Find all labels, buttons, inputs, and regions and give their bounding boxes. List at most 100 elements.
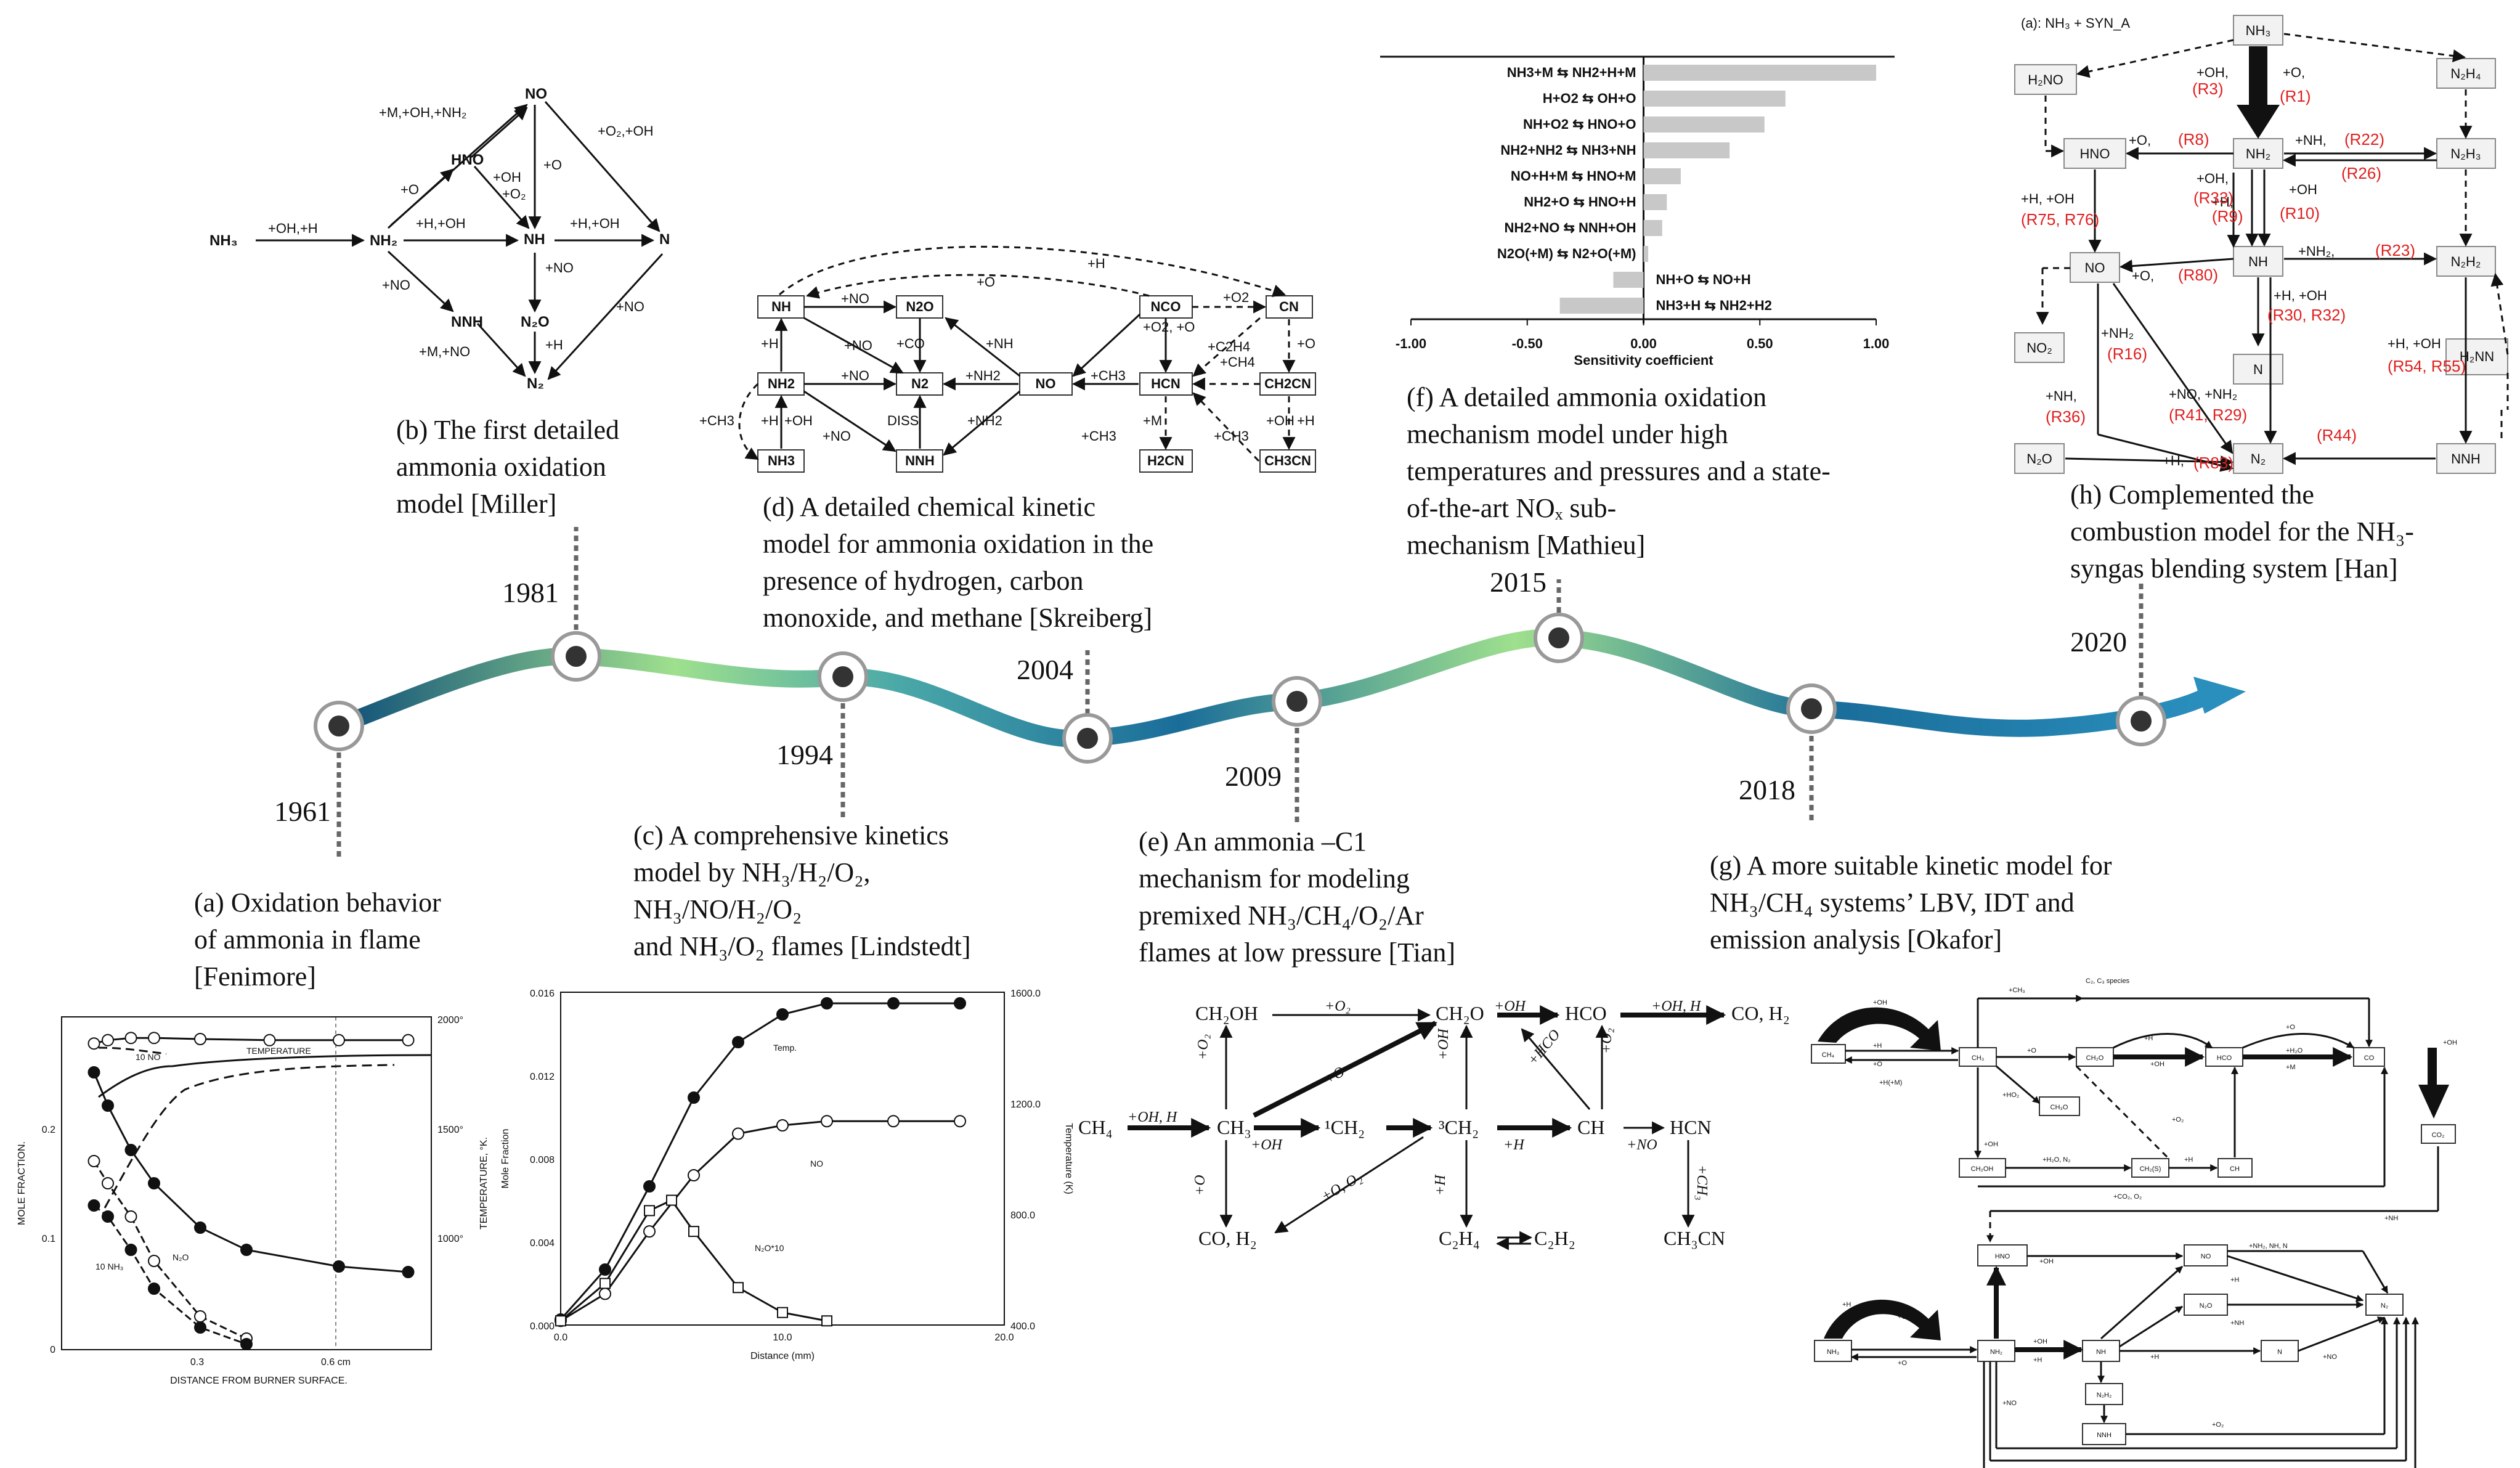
data-point xyxy=(555,1315,566,1327)
reaction-label: +NH₂, xyxy=(2298,243,2335,259)
reaction-label: +H xyxy=(2184,1156,2193,1164)
timeline-marker xyxy=(2116,696,2166,746)
reaction-label: +OH, xyxy=(2197,171,2229,186)
reaction-label: +CH₃ xyxy=(2009,987,2025,994)
data-point xyxy=(402,1034,415,1046)
data-point xyxy=(148,1177,160,1189)
data-point xyxy=(733,1282,744,1294)
bar xyxy=(1643,91,1786,107)
data-point xyxy=(688,1091,700,1104)
reaction-label: +NO xyxy=(841,291,869,306)
species-node: CO, H₂ xyxy=(1731,1002,1790,1024)
species-node: NNH xyxy=(2097,1432,2112,1439)
data-point xyxy=(102,1177,114,1189)
species-node: HCO xyxy=(2217,1054,2232,1062)
species-node: N₂O xyxy=(2200,1302,2213,1310)
data-point xyxy=(240,1338,253,1350)
reaction-label: +O, xyxy=(2132,268,2154,283)
data-point xyxy=(732,1127,744,1140)
reaction-label: +NH xyxy=(986,336,1014,351)
bar xyxy=(1559,298,1644,314)
species-node: NH₂ xyxy=(1990,1348,2002,1356)
reaction-label: +H xyxy=(1503,1137,1525,1153)
species-node: HNO xyxy=(1995,1253,2010,1260)
bar xyxy=(1643,220,1662,236)
reaction-label: +OH xyxy=(1898,1313,1912,1321)
x-tick-label: -0.50 xyxy=(1512,336,1543,351)
reaction-ref: (R83) xyxy=(2193,454,2233,472)
reaction-label: +OH,+H xyxy=(268,221,318,236)
reaction-label: +NO xyxy=(2323,1353,2337,1361)
reaction-ref: (R36) xyxy=(2046,407,2086,426)
data-point xyxy=(102,1034,114,1046)
species-node: N₂ xyxy=(2251,451,2266,467)
reaction-label: +O xyxy=(977,274,995,290)
data-point xyxy=(402,1266,415,1278)
reaction-ref: (R26) xyxy=(2341,164,2381,182)
species-node: NH xyxy=(524,231,545,248)
species-node: CO xyxy=(2364,1054,2375,1062)
y-tick: 0.016 xyxy=(530,989,555,999)
reaction-label: +H xyxy=(545,337,563,353)
species-node: NO xyxy=(2085,260,2105,275)
reaction-label: +HCO xyxy=(1525,1027,1564,1069)
data-point xyxy=(102,1099,114,1112)
timeline-marker xyxy=(818,651,868,702)
species-node: NO xyxy=(2201,1253,2211,1260)
reaction-label: +OH, H xyxy=(1128,1109,1178,1125)
reaction-label: +M xyxy=(1143,413,1162,428)
reaction-label: +O₂ xyxy=(2172,1116,2184,1123)
species-node: CH₂(S) xyxy=(2140,1165,2161,1173)
species-node: NCO xyxy=(1151,299,1181,314)
reaction-label: +O xyxy=(1297,336,1315,351)
species-node: CN xyxy=(1279,299,1299,314)
data-point xyxy=(87,1199,100,1212)
year-label: 2009 xyxy=(1225,761,1282,792)
data-point xyxy=(87,1155,100,1167)
species-node: N₂ xyxy=(527,375,544,392)
species-node: H2CN xyxy=(1147,453,1184,468)
reaction-label: +O xyxy=(1873,1061,1882,1068)
reaction-ref: (R44) xyxy=(2317,426,2357,444)
x-axis-label: Distance (mm) xyxy=(750,1351,815,1361)
species-node: NH xyxy=(2096,1348,2106,1356)
x-tick-label: -1.00 xyxy=(1396,336,1426,351)
reaction-label: +NO, +NH₂ xyxy=(2169,386,2237,402)
species-node: HNO xyxy=(451,152,484,168)
reaction-label: +M,+NO xyxy=(419,344,470,359)
reaction-label: +H xyxy=(761,336,779,351)
year-label: 1981 xyxy=(502,577,559,608)
reaction-label: +NH₂, NH, N xyxy=(2249,1242,2288,1250)
reaction-label: +NO xyxy=(545,260,574,275)
x-tick: 0.3 xyxy=(190,1357,204,1368)
y-axis-label: Mole Fraction xyxy=(500,1129,511,1189)
year-label: 2020 xyxy=(2070,626,2127,658)
reaction-label: +H xyxy=(761,413,779,428)
data-point xyxy=(148,1032,160,1045)
reaction-label: +OH xyxy=(2443,1039,2457,1046)
sensitivity-chart: NH3+M ⇆ NH2+H+MH+O2 ⇆ OH+ONH+O2 ⇆ HNO+ON… xyxy=(1380,55,1895,368)
species-node: CH₃O xyxy=(2051,1104,2068,1111)
timeline xyxy=(314,527,2246,860)
timeline-wave xyxy=(330,629,2214,748)
species-node: HCO xyxy=(1565,1002,1607,1024)
series-line xyxy=(93,1204,247,1345)
reaction-ref: (R23) xyxy=(2375,241,2415,259)
reaction-ref: (R8) xyxy=(2178,130,2209,149)
reaction-label: +H xyxy=(2144,1035,2153,1042)
series-label: TEMPERATURE xyxy=(246,1046,311,1056)
species-node: NH3 xyxy=(768,453,795,468)
reaction-label: +NH, xyxy=(2295,133,2327,148)
data-point xyxy=(887,1115,900,1128)
data-point xyxy=(821,1315,832,1327)
bar xyxy=(1643,116,1765,133)
data-point xyxy=(887,997,900,1009)
species-node: C₂H₂ xyxy=(1534,1227,1575,1249)
reaction-label: +OH xyxy=(1266,413,1295,428)
reaction-label: +O, xyxy=(2283,65,2305,80)
reaction-label: +OH xyxy=(1251,1137,1283,1153)
